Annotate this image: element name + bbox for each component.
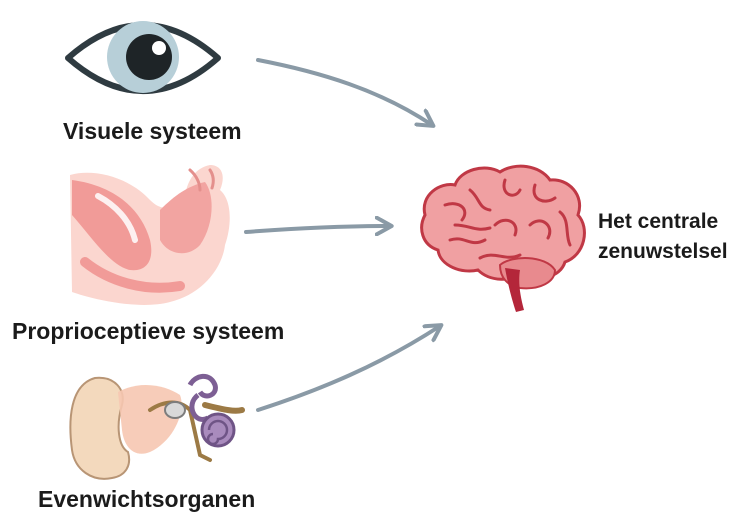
inner-ear-icon	[70, 376, 242, 478]
arrow-proprio-to-cns	[246, 226, 390, 232]
arm-muscle-icon	[70, 165, 230, 305]
label-central-nervous-system: Het centrale zenuwstelsel	[598, 207, 728, 267]
label-visual-system: Visuele systeem	[63, 118, 242, 145]
cns-label-line2: zenuwstelsel	[598, 237, 728, 267]
brain-icon	[422, 166, 585, 312]
arrow-vestibular-to-cns	[258, 326, 440, 410]
cns-label-line1: Het centrale	[598, 207, 728, 237]
label-proprioceptive-system: Proprioceptieve systeem	[12, 318, 284, 345]
arrow-visual-to-cns	[258, 60, 432, 125]
label-vestibular-organs: Evenwichtsorganen	[38, 486, 255, 513]
eye-icon	[68, 21, 218, 93]
